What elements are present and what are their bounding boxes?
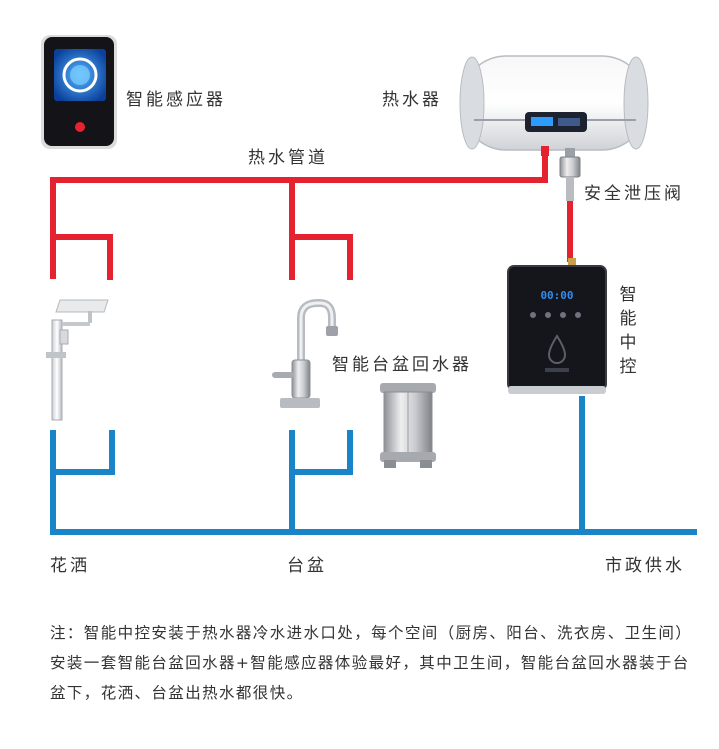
controller-char-1: 智 (619, 285, 637, 305)
hot-water-pipes (50, 152, 573, 280)
controller-char-4: 控 (619, 357, 637, 377)
label-smart-sensor: 智能感应器 (126, 90, 226, 110)
shower-fixture (46, 299, 109, 421)
water-drop-logo-icon (547, 334, 567, 364)
cold-water-pipes (50, 396, 697, 535)
hot-shower-branch (53, 234, 113, 280)
label-basin-return-unit: 智能台盆回水器 (332, 355, 472, 375)
installation-note: 注：智能中控安装于热水器冷水进水口处，每个空间（厨房、阳台、洗衣房、卫生间）安装… (50, 624, 693, 702)
hand-icon (75, 122, 85, 132)
cold-shower-branch (53, 430, 115, 475)
cold-basin-branch (292, 430, 353, 475)
basin-return-unit (380, 383, 436, 468)
hot-main-pipe (50, 152, 548, 279)
basin-faucet (272, 299, 338, 408)
water-heater (459, 55, 649, 201)
controller-char-2: 能 (619, 309, 637, 329)
safety-valve (559, 148, 581, 201)
controller-buttons (530, 312, 581, 318)
label-shower: 花洒 (50, 556, 90, 576)
label-water-heater: 热水器 (382, 90, 442, 110)
controller-display: 00:00 (540, 289, 573, 302)
label-hot-pipe: 热水管道 (248, 148, 328, 168)
cold-main-pipe (50, 430, 697, 535)
label-smart-controller: 智 能 中 控 (618, 283, 638, 379)
label-city-water: 市政供水 (605, 556, 685, 576)
label-basin: 台盆 (287, 556, 327, 576)
controller-char-3: 中 (619, 333, 637, 353)
label-safety-valve: 安全泄压阀 (584, 184, 684, 204)
hot-basin-branch (292, 234, 353, 280)
smart-sensor-device (41, 35, 117, 149)
smart-controller-device: 00:00 (507, 258, 607, 394)
